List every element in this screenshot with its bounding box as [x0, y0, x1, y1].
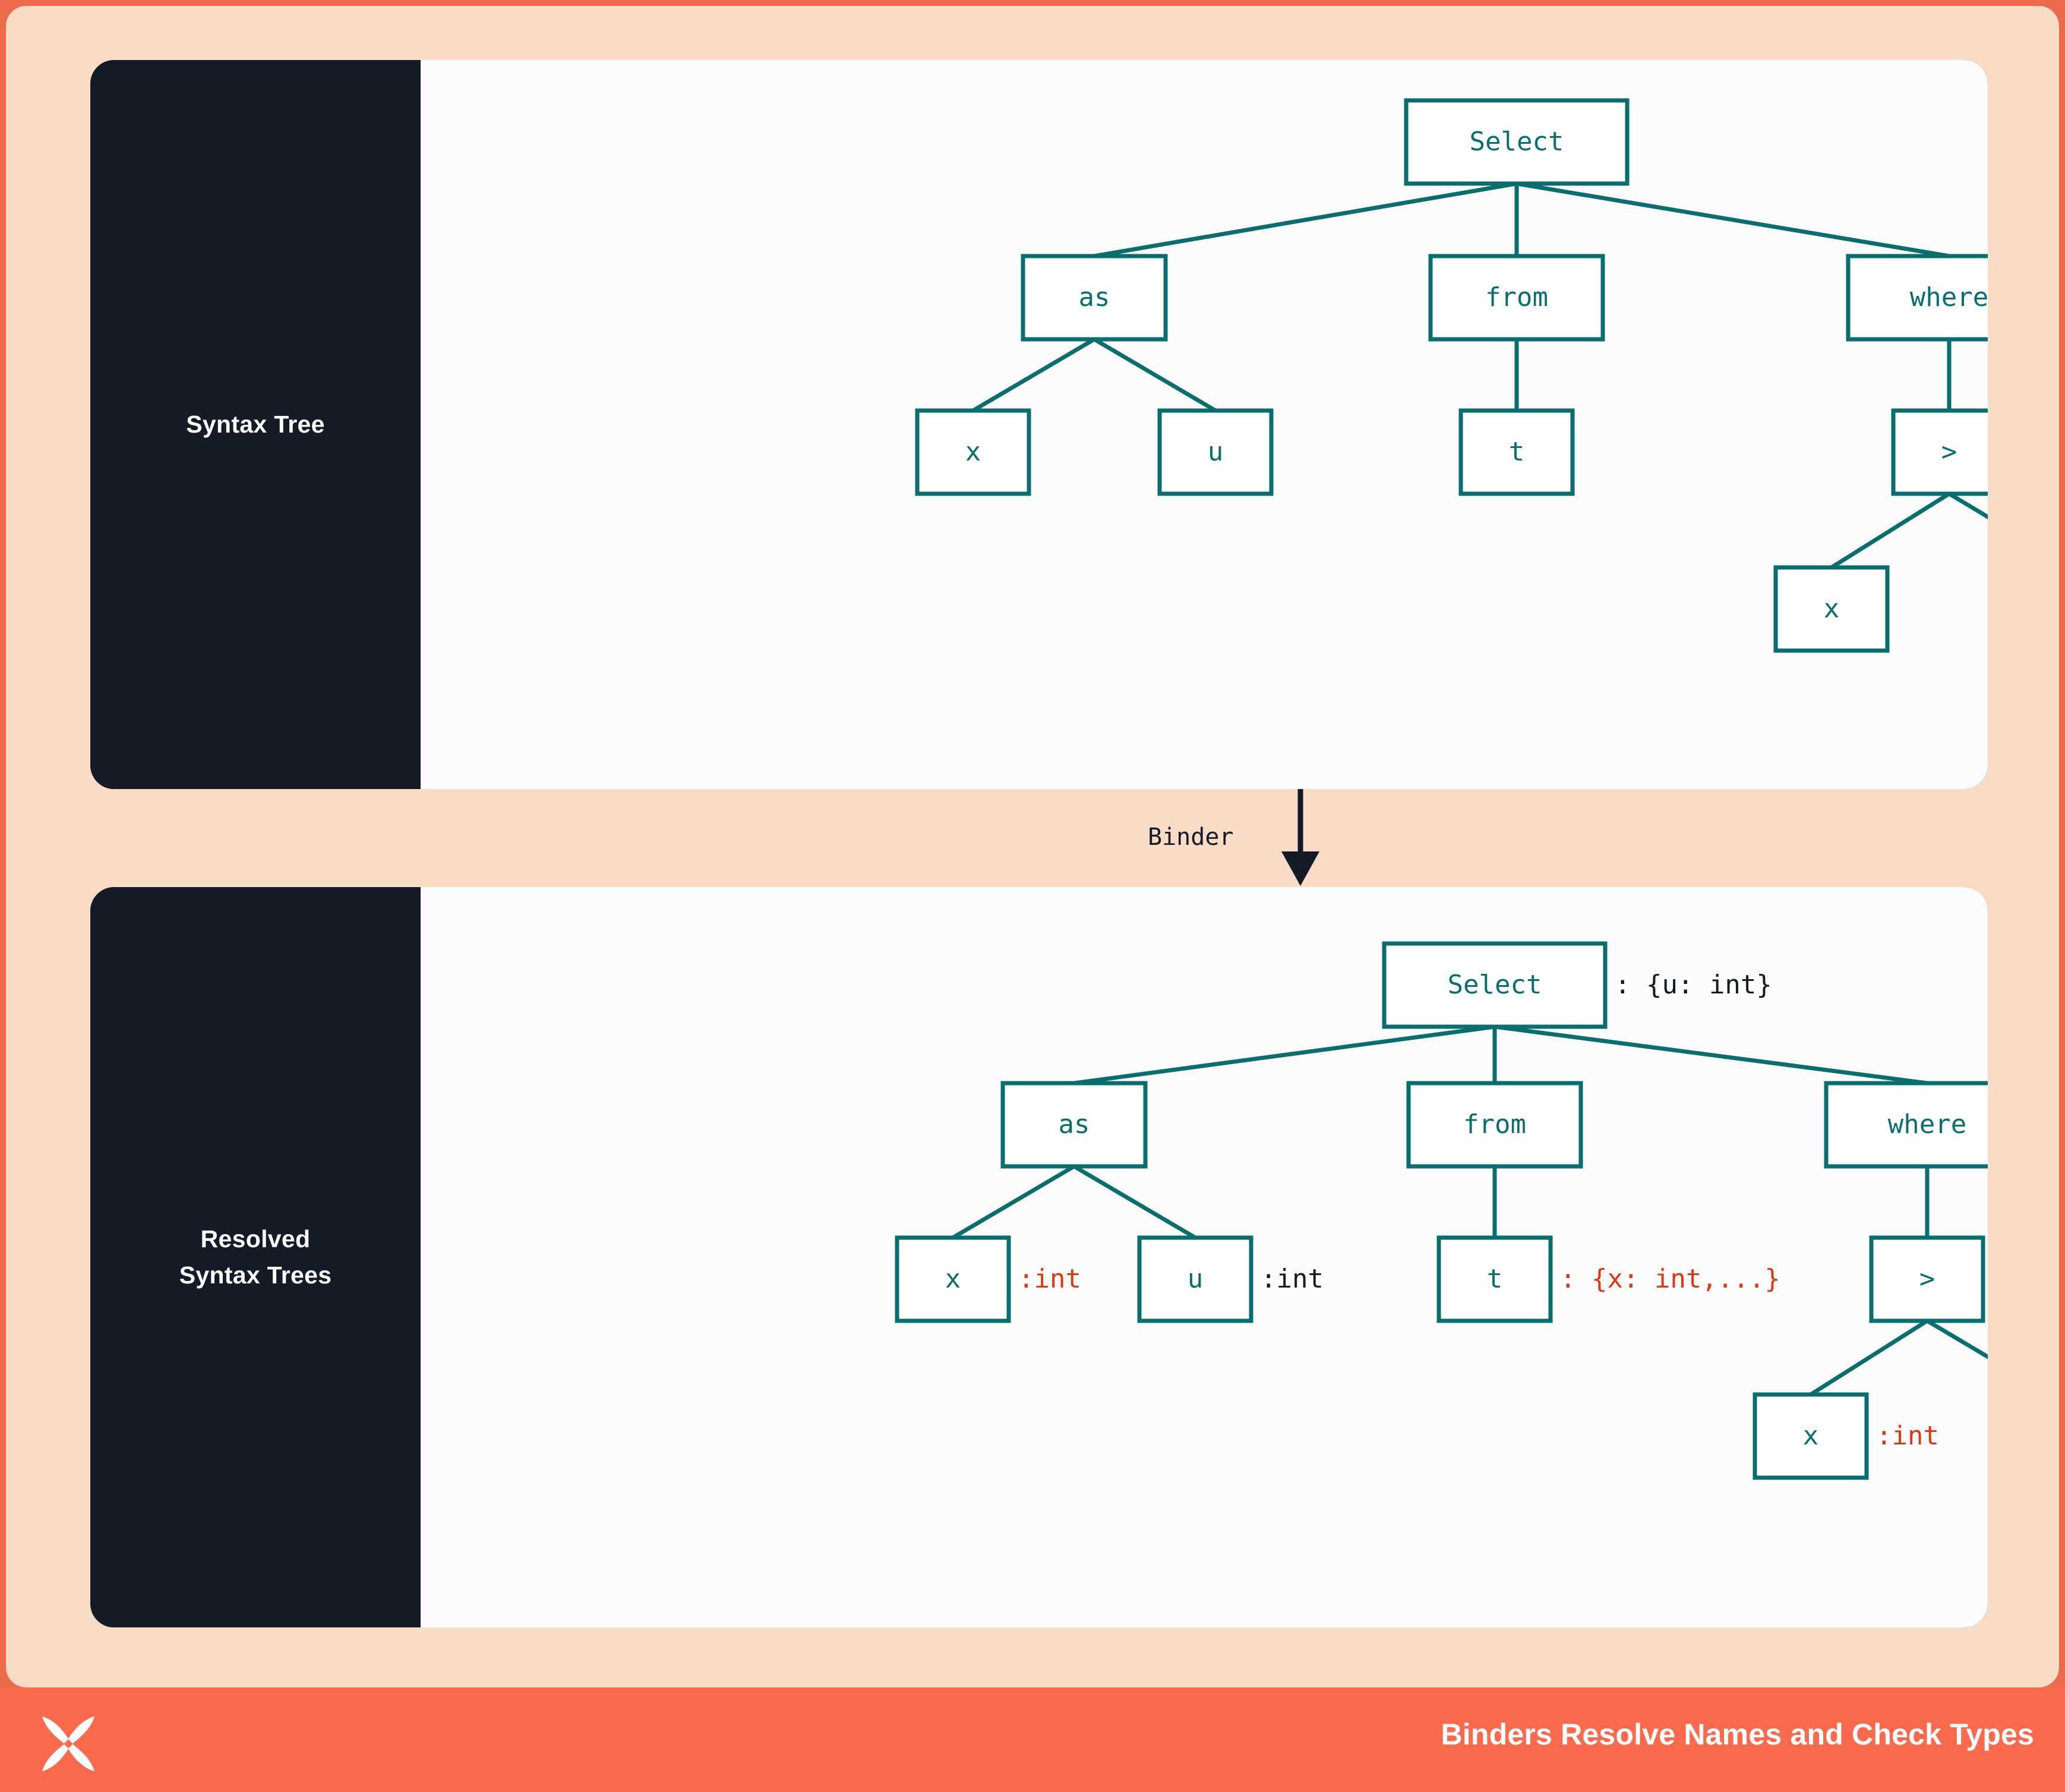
tree-node: x :int [1753, 1392, 1939, 1480]
footer-title: Binders Resolve Names and Check Types [1441, 1718, 2034, 1751]
footer-bar: Binders Resolve Names and Check Types [0, 1687, 2065, 1792]
tree-node-box [1428, 254, 1605, 342]
tree-node: x :int [895, 1235, 1081, 1323]
tree-node: > [1891, 408, 1988, 496]
tree-node-label: from [1463, 1109, 1526, 1140]
tree-node: u [1157, 408, 1274, 496]
tree-node: Select [1404, 98, 1630, 186]
tree-edge [1093, 337, 1217, 413]
tree-node: as [1000, 1081, 1148, 1169]
tree-node-label: where [1888, 1109, 1966, 1140]
tree-node-type-annotation: : {x: int,...} [1560, 1264, 1780, 1294]
tree-node-type-annotation: :int [1261, 1264, 1324, 1294]
resolved-syntax-tree-diagram: Select : {u: int} as from where x :int u :int t : … [895, 941, 1988, 1480]
tree-node-type-annotation: :int [1876, 1421, 1939, 1451]
tree-edge [1830, 492, 1950, 569]
tree-edge [1073, 1164, 1196, 1240]
tree-node-label: > [1919, 1264, 1935, 1294]
binder-transition: Binder [90, 788, 1988, 887]
tree-node: Select : {u: int} [1382, 941, 1772, 1029]
tree-edge [1948, 491, 1988, 520]
tree-node-box [1773, 565, 1890, 653]
tree-edge [1516, 181, 1950, 258]
tree-node-label: x [1824, 594, 1840, 624]
tree-node-label: u [1208, 437, 1224, 467]
tree-node-box [1406, 1081, 1583, 1169]
tree-edge [1494, 1024, 1928, 1086]
tree-node-box [1021, 254, 1168, 342]
tree-edge [952, 1164, 1075, 1240]
tree-node-box [1458, 408, 1575, 496]
tree-node-box [1846, 254, 1988, 342]
tree-node-box [895, 1235, 1011, 1323]
tree-node-label: x [1803, 1421, 1819, 1451]
sidebar-label-syntax-tree: Syntax Tree [186, 410, 325, 438]
tree-node: >:bool [1869, 1235, 1985, 1323]
sidebar-label-line: Resolved [200, 1225, 311, 1252]
tree-node: t [1458, 408, 1575, 496]
sidebar-syntax-tree: Syntax Tree [90, 60, 421, 789]
tree-node: u :int [1137, 1235, 1324, 1323]
tree-node-box [1753, 1392, 1869, 1480]
sidebar-label-line: Syntax Trees [179, 1261, 332, 1289]
butterfly-x-logo [42, 1716, 94, 1772]
tree-node: x [915, 408, 1031, 496]
tree-node: where [1824, 1081, 1988, 1169]
tree-node-label: u [1188, 1264, 1204, 1294]
tree-node-box [1436, 1235, 1553, 1323]
tree-node-label: from [1485, 282, 1548, 313]
tree-node-label: as [1079, 282, 1110, 313]
tree-node: x [1773, 565, 1890, 653]
tree-node: as [1021, 254, 1168, 342]
tree-node: t : {x: int,...} [1436, 1235, 1780, 1323]
panel-resolved-syntax-trees: Select : {u: int} as from where x :int u :int t : … [421, 887, 1988, 1627]
tree-node-box [1824, 1081, 1988, 1169]
tree-edge [1926, 1318, 1988, 1359]
tree-node-box [1891, 408, 1988, 496]
tree-edge [1073, 1024, 1495, 1086]
tree-node-type-annotation: : {u: int} [1615, 970, 1772, 1000]
binder-arrow-icon [1281, 788, 1319, 886]
tree-node: from [1406, 1081, 1583, 1169]
tree-node-box [1137, 1235, 1253, 1323]
tree-node-label: Select [1448, 970, 1542, 1000]
tree-node-label: where [1910, 282, 1988, 313]
tree-node-label: > [1941, 437, 1957, 467]
tree-node-type-annotation: :int [1018, 1264, 1081, 1294]
tree-node: where [1846, 254, 1988, 342]
tree-node-label: x [945, 1264, 961, 1294]
tree-edge [1094, 181, 1517, 258]
tree-node-label: t [1487, 1264, 1503, 1294]
tree-node-box [1382, 941, 1608, 1029]
binder-label: Binder [1148, 824, 1234, 851]
tree-node-box [1000, 1081, 1148, 1169]
tree-edge [1810, 1319, 1928, 1396]
tree-node-box [1869, 1235, 1985, 1323]
tree-node-box [915, 408, 1031, 496]
tree-node-box [1157, 408, 1274, 496]
tree-node-label: t [1509, 437, 1525, 467]
tree-node-box [1404, 98, 1630, 186]
tree-node-label: Select [1470, 127, 1564, 157]
tree-edge [972, 337, 1095, 413]
tree-node-label: as [1059, 1109, 1090, 1140]
tree-node: from [1428, 254, 1605, 342]
tree-node-label: x [965, 437, 981, 467]
